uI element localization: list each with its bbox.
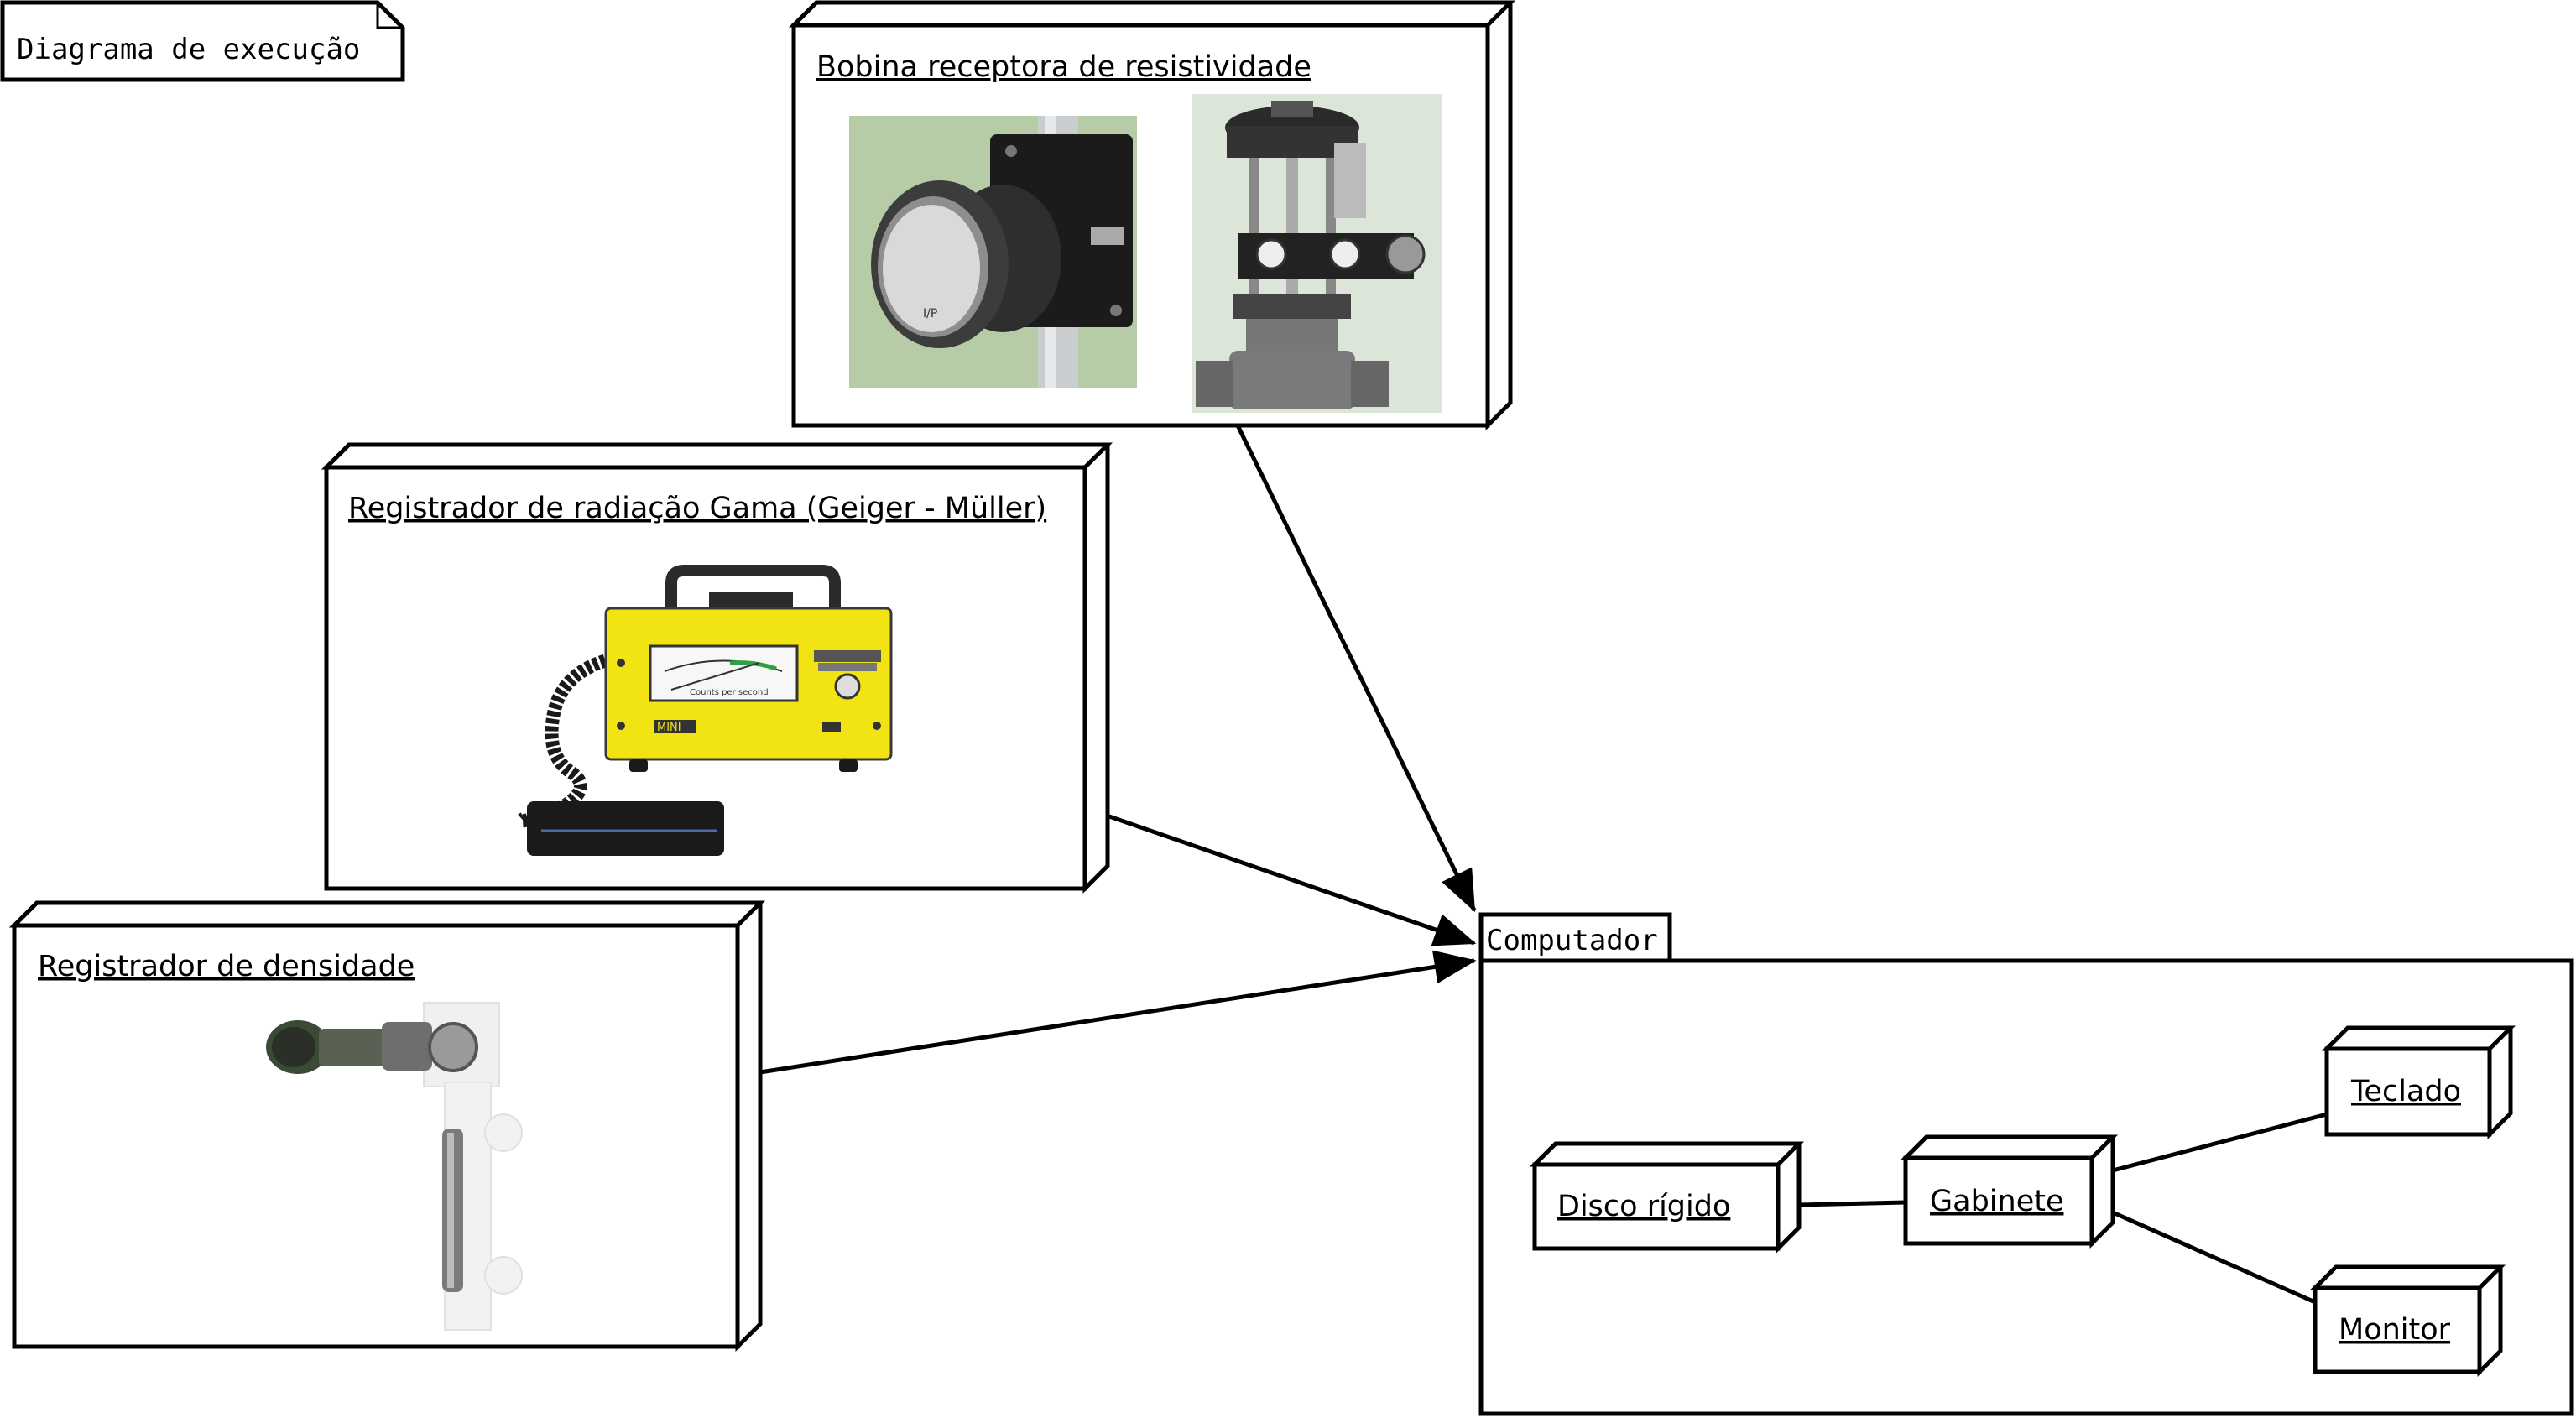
node-disco[interactable]: Disco rígido xyxy=(1529,1141,1805,1254)
transducer-label: I/P xyxy=(923,307,937,321)
node-densidade[interactable]: Registrador de densidade xyxy=(8,900,766,1353)
diagram-title: Diagrama de execução xyxy=(17,33,360,66)
diagram-title-note: Diagrama de execução xyxy=(0,0,405,82)
node-monitor-label: Monitor xyxy=(2339,1313,2451,1347)
node-gama-label: Registrador de radiação Gama (Geiger - M… xyxy=(348,492,1046,525)
node-teclado-label: Teclado xyxy=(2350,1075,2461,1108)
node-disco-label: Disco rígido xyxy=(1557,1190,1730,1223)
node-gama[interactable]: Registrador de radiação Gama (Geiger - M… xyxy=(321,442,1113,894)
node-densidade-label: Registrador de densidade xyxy=(38,950,415,983)
node-bobina-label: Bobina receptora de resistividade xyxy=(816,50,1311,84)
node-bobina[interactable]: Bobina receptora de resistividade I/P xyxy=(788,0,1516,431)
node-gabinete[interactable]: Gabinete xyxy=(1900,1134,2119,1249)
edge-densidade-computador xyxy=(759,950,1477,1075)
control-valve-image xyxy=(1192,94,1442,413)
geiger-counter-image: Counts per second MINI xyxy=(514,565,893,856)
density-transmitter-image xyxy=(262,992,529,1332)
edge-disco-gabinete xyxy=(1798,1200,1906,1207)
edge-bobina-computador xyxy=(1235,424,1477,913)
edge-gama-computador xyxy=(1108,814,1477,946)
node-teclado[interactable]: Teclado xyxy=(2321,1025,2516,1140)
node-monitor[interactable]: Monitor xyxy=(2309,1264,2506,1378)
transducer-image: I/P xyxy=(849,116,1137,388)
node-computador-label: Computador xyxy=(1486,924,1658,957)
meter-scale-label: Counts per second xyxy=(690,688,769,697)
edge-gabinete-monitor xyxy=(2111,1210,2317,1305)
meter-badge: MINI xyxy=(657,722,681,734)
node-gabinete-label: Gabinete xyxy=(1930,1185,2063,1218)
edge-gabinete-teclado xyxy=(2112,1112,2328,1173)
